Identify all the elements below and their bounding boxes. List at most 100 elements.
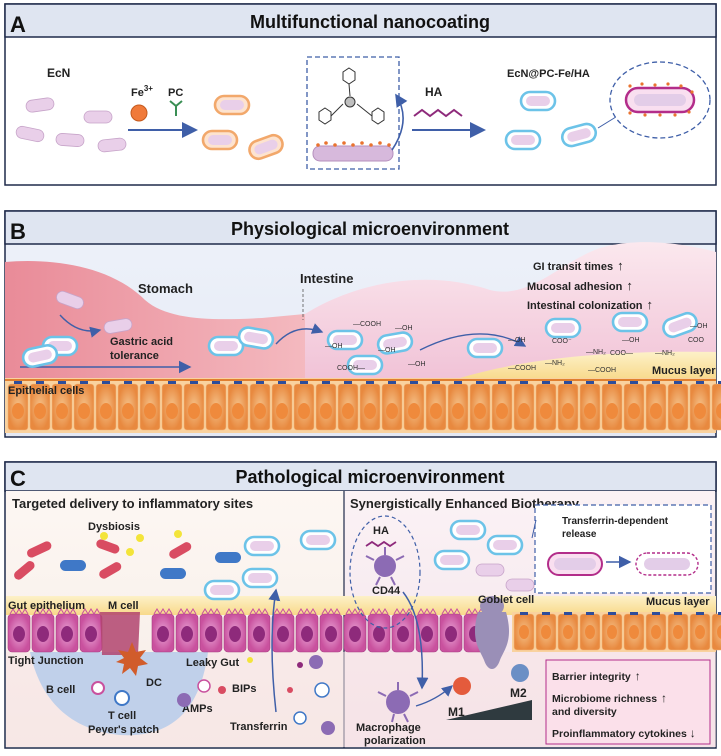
dc-label: DC (146, 677, 162, 689)
m2-icon (511, 664, 529, 682)
villus-cell (415, 608, 439, 653)
c-right-coated (433, 549, 471, 571)
epithelial-cell (227, 381, 249, 431)
molecule-cluster (197, 657, 330, 725)
tf-zoom-core (554, 558, 596, 570)
c-coated (299, 529, 337, 551)
epithelial-cell (117, 381, 139, 431)
epithelial-cell (183, 381, 205, 431)
panel-b-letter: B (10, 219, 26, 244)
villus-cell (391, 608, 415, 653)
epithelial-cell (51, 381, 73, 431)
t-cell-label: T cell (108, 710, 136, 722)
tf-zoom-line (531, 519, 537, 539)
epithelial-cell (139, 381, 161, 431)
svg-text:—OH: —OH (508, 337, 526, 344)
epithelial-cell (381, 381, 403, 431)
transferrin-zoom-box (534, 504, 712, 594)
ha-chain-icon (413, 108, 463, 118)
gut-epithelium-label: Gut epithelium (8, 600, 85, 612)
stomach-arrow (59, 314, 102, 338)
epithelial-cell (535, 381, 557, 431)
stomach-coated (207, 335, 245, 357)
m1-label: M1 (448, 705, 465, 719)
panel-a-title: Multifunctional nanocoating (250, 12, 490, 32)
epithelial-cell (271, 381, 293, 431)
transferrin-label: Transferrin (230, 721, 288, 733)
intestine-label: Intestine (300, 271, 353, 286)
c-right-bac (475, 563, 505, 577)
m1-icon (453, 677, 471, 695)
svg-text:—COOH: —COOH (353, 321, 381, 328)
epithelial-cell (645, 381, 667, 431)
svg-text:COO⁻: COO⁻ (552, 338, 572, 345)
villus-cell (439, 608, 463, 653)
barrier-label: Barrier integrity↑ (552, 669, 641, 683)
colonization-label: Intestinal colonization↑ (527, 297, 653, 312)
arrow-a-curve (391, 93, 408, 151)
svg-text:—OH: —OH (408, 361, 426, 368)
c-coated (203, 579, 241, 601)
epithelial-cell (469, 381, 491, 431)
epithelial-cell (711, 381, 721, 431)
svg-text:COO—: COO— (610, 350, 633, 357)
ha-label: HA (425, 85, 443, 99)
svg-text:—OH: —OH (378, 347, 396, 354)
svg-text:COO: COO (688, 337, 705, 344)
villus-cell (55, 608, 79, 653)
healthy-cell (711, 612, 721, 651)
svg-text:—COOH: —COOH (508, 365, 536, 372)
bips-label: BIPs (232, 683, 256, 695)
fe-label: Fe3+ (131, 84, 153, 99)
coating-dots (316, 141, 391, 147)
coated-bacterium (201, 129, 239, 151)
c-right-coated (449, 519, 487, 541)
epithelial-cell (205, 381, 227, 431)
t-cell-icon (114, 690, 130, 706)
pc-fe-structure-icon (318, 67, 385, 125)
svg-text:—NH₂: —NH₂ (545, 360, 565, 367)
goblet-cell-top (480, 596, 504, 616)
epithelial-cell (73, 381, 95, 431)
healthy-cell (535, 612, 557, 651)
product-zoom-core (634, 94, 686, 106)
gastric-label-1: Gastric acid (110, 336, 173, 348)
outcomes-box (545, 659, 711, 745)
b-cell-label: B cell (46, 684, 75, 696)
villus-cell (31, 608, 55, 653)
product-label: EcN@PC-Fe/HA (507, 68, 590, 80)
cytokines-label: Proinflammatory cytokines↓ (552, 726, 696, 740)
epithelial-cell (315, 381, 337, 431)
epithelial-cell (557, 381, 579, 431)
villus-cell (151, 608, 175, 653)
healthy-cell (667, 612, 689, 651)
panel-a: A Multifunctional nanocoating EcN Fe3+ P… (4, 3, 717, 186)
villus-cell (175, 608, 199, 653)
transit-arrow (275, 323, 324, 345)
panel-c: C Pathological microenvironment Targeted… (4, 461, 721, 749)
svg-text:COOH—: COOH— (337, 365, 365, 372)
epithelial-cell (425, 381, 447, 431)
macrophage-small (177, 655, 335, 735)
panel-c-title: Pathological microenvironment (235, 467, 504, 487)
panel-b-title: Physiological microenvironment (231, 219, 509, 239)
epithelial-cell (513, 381, 535, 431)
villus-cell (367, 608, 391, 653)
epithelial-cell (447, 381, 469, 431)
villus-cell (343, 608, 367, 653)
epithelial-cell (29, 381, 51, 431)
healthy-cell (557, 612, 579, 651)
right-title: Synergistically Enhanced Biotherapy (350, 496, 580, 511)
pc-label: PC (168, 87, 183, 99)
c-coated (243, 535, 281, 557)
epithelial-cell (601, 381, 623, 431)
left-title: Targeted delivery to inflammatory sites (12, 496, 253, 511)
intestine-coated (611, 311, 649, 333)
villus-cell (295, 608, 319, 653)
upward-arrow (268, 588, 281, 713)
svg-text:—OH: —OH (622, 337, 640, 344)
healthy-cell (579, 612, 601, 651)
epithelial-cell (293, 381, 315, 431)
healthy-cell (623, 612, 645, 651)
